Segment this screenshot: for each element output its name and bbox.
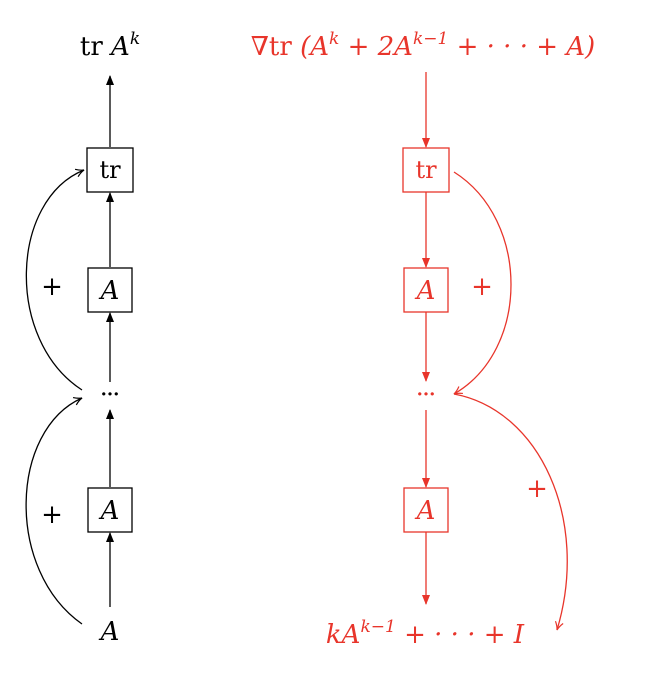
gradient-result-label: kAk−1 + · · · + I bbox=[326, 617, 525, 650]
grad-node-tr: tr bbox=[415, 156, 437, 184]
node-dots: ··· bbox=[101, 384, 120, 405]
skip-arrow bbox=[453, 171, 512, 395]
plus-label: + bbox=[526, 474, 548, 504]
skip-arrow bbox=[25, 168, 85, 391]
forward-graph: tr Ak tr A ··· A A + + bbox=[25, 29, 140, 647]
plus-label: + bbox=[41, 272, 63, 302]
node-tr: tr bbox=[99, 156, 121, 184]
grad-node-a1: A bbox=[415, 276, 436, 306]
skip-arrow bbox=[453, 393, 568, 631]
forward-output-label: tr Ak bbox=[80, 29, 140, 62]
grad-node-dots: ··· bbox=[417, 384, 436, 405]
grad-node-a2: A bbox=[415, 496, 436, 526]
gradient-label: ∇tr (Ak + 2Ak−1 + · · · + A) bbox=[251, 29, 595, 62]
node-a1: A bbox=[99, 276, 120, 306]
forward-input-label: A bbox=[99, 617, 120, 647]
backward-graph: ∇tr (Ak + 2Ak−1 + · · · + A) tr A ··· A … bbox=[251, 29, 595, 650]
node-a2: A bbox=[99, 496, 120, 526]
skip-arrow bbox=[25, 397, 83, 625]
plus-label: + bbox=[41, 500, 63, 530]
plus-label: + bbox=[471, 272, 493, 302]
